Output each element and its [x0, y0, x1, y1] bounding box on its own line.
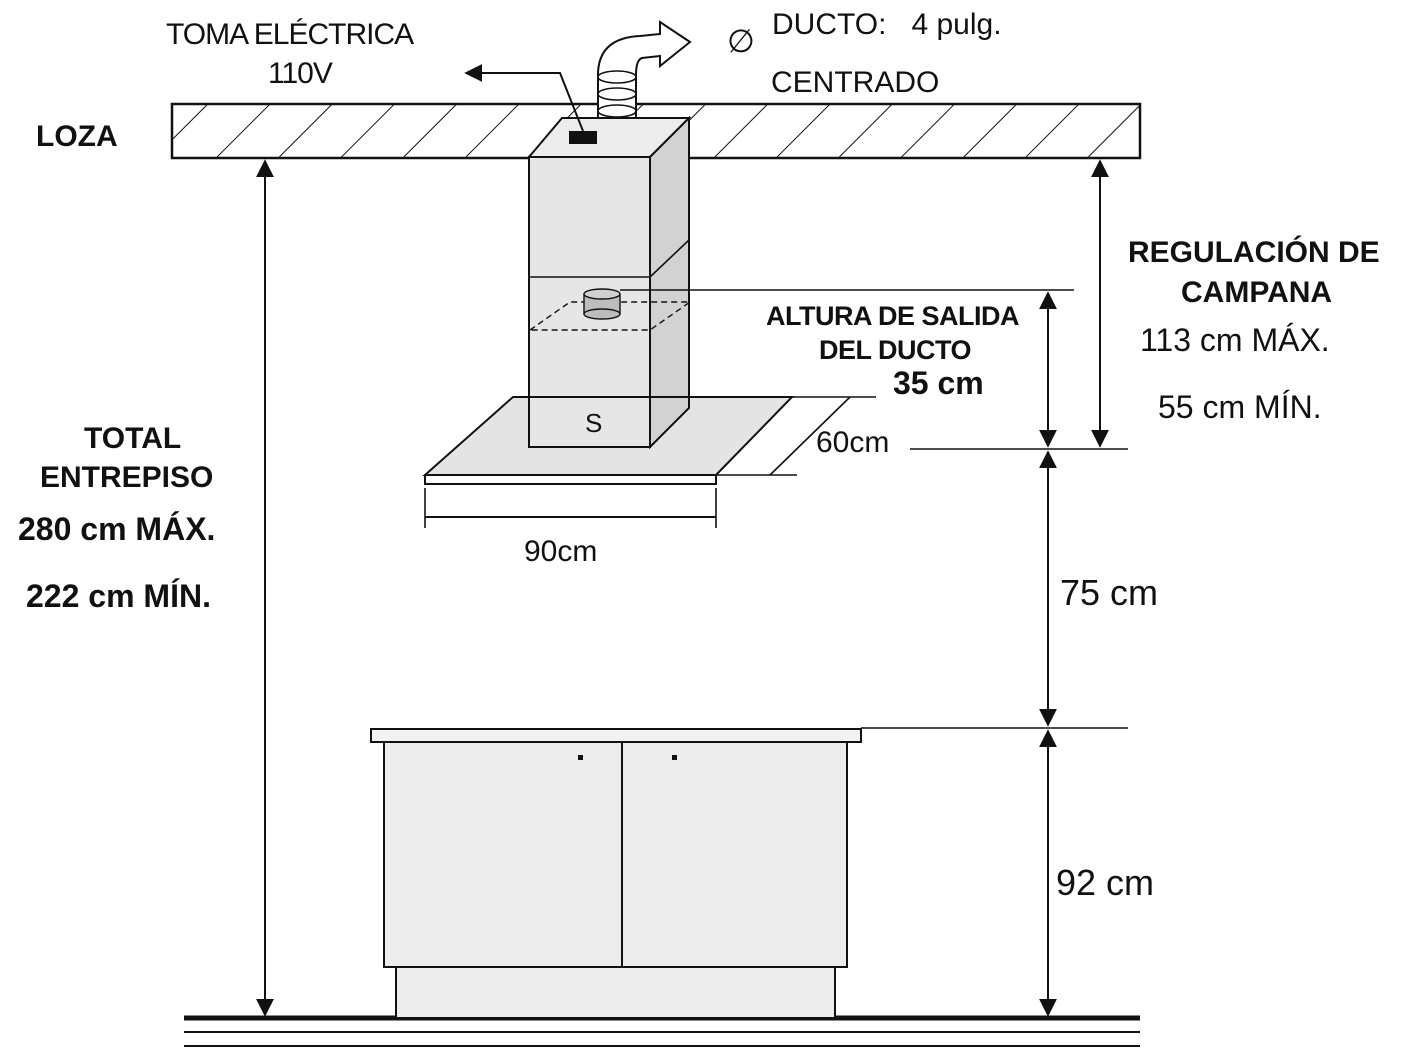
label-toma-voltage: 110V [268, 57, 333, 90]
label-total-min: 222 cm MÍN. [26, 578, 211, 614]
outlet-pointer-arrow [464, 64, 584, 132]
label-loza: LOZA [36, 120, 118, 153]
label-total-line1: TOTAL [84, 422, 181, 455]
text-labels: LOZA TOMA ELÉCTRICA 110V ∅ DUCTO: 4 pulg… [18, 8, 1380, 903]
floor [184, 1015, 1140, 1047]
kitchen-counter [370, 728, 862, 1019]
label-hood-depth: 60cm [816, 426, 889, 459]
label-hood-width: 90cm [524, 535, 597, 568]
label-regulacion-min: 55 cm MÍN. [1158, 389, 1322, 425]
label-toma-electrica: TOMA ELÉCTRICA [166, 18, 414, 51]
duct-outlet [527, 288, 693, 331]
cabinet-handle-right-icon [672, 755, 677, 760]
label-regulacion-line1: REGULACIÓN DE [1128, 235, 1380, 269]
label-altura-line2: DEL DUCTO [819, 335, 971, 365]
label-total-max: 280 cm MÁX. [18, 511, 215, 547]
label-ducto: DUCTO: 4 pulg. [772, 8, 1002, 41]
label-total-line2: ENTREPISO [40, 461, 213, 494]
extension-lines [424, 289, 1128, 729]
label-gap-75: 75 cm [1060, 572, 1158, 613]
label-centrado: CENTRADO [771, 66, 939, 99]
label-altura-line1: ALTURA DE SALIDA [766, 301, 1019, 331]
dimension-lines [256, 159, 1109, 1017]
diameter-icon: ∅ [727, 23, 755, 59]
hood-canopy [422, 396, 795, 485]
label-altura-value: 35 cm [893, 365, 984, 401]
cabinet-handle-left-icon [578, 755, 583, 760]
electrical-outlet-icon [569, 131, 597, 144]
hood-marker-s: S [585, 408, 602, 438]
duct-elbow [597, 20, 692, 131]
label-regulacion-line2: CAMPANA [1181, 276, 1332, 309]
label-counter-92: 92 cm [1056, 862, 1154, 903]
label-regulacion-max: 113 cm MÁX. [1140, 322, 1330, 358]
